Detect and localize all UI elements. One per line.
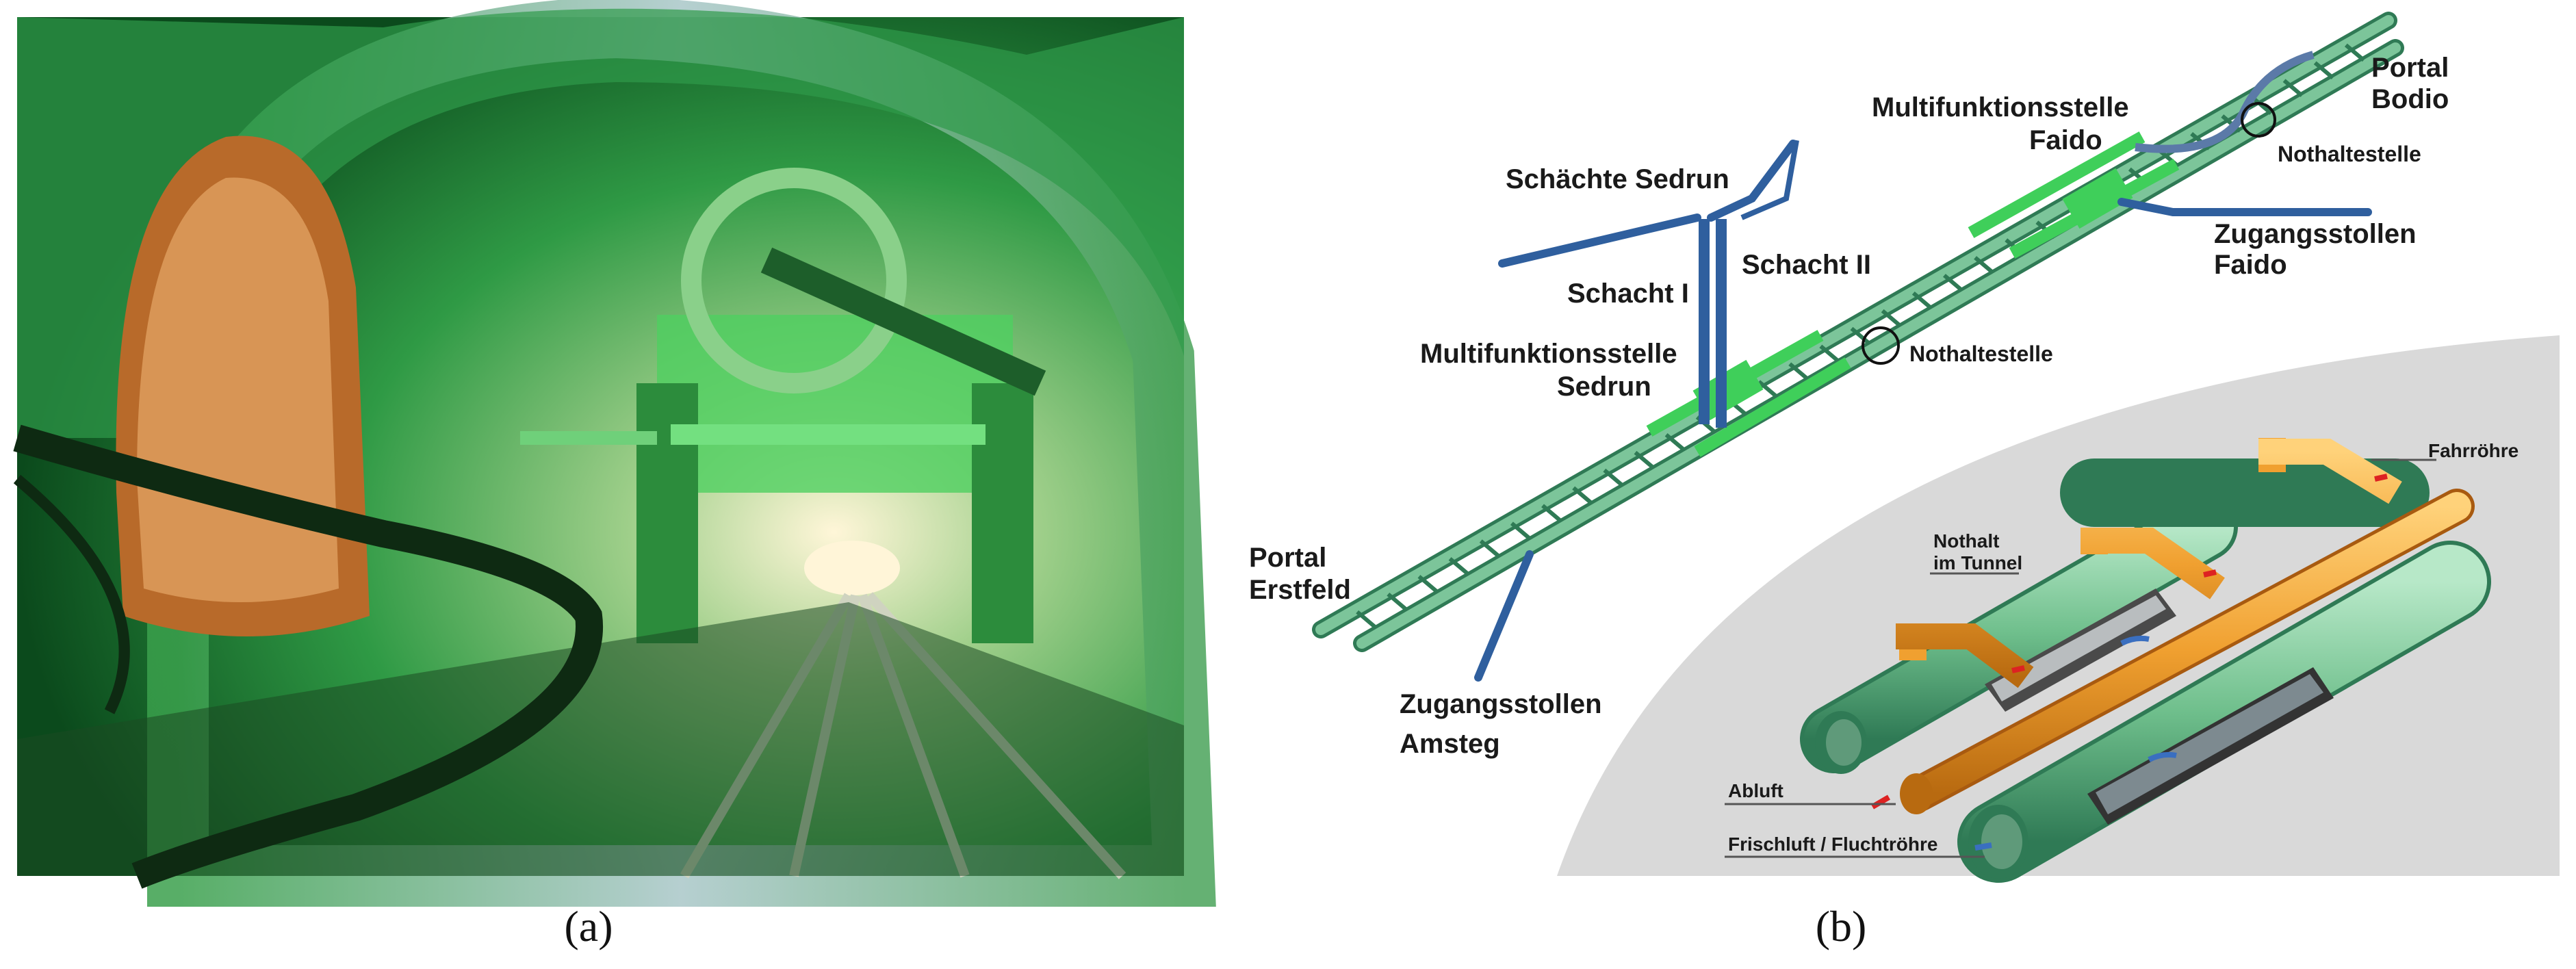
cross-passage: [2282, 79, 2304, 97]
zugang-faido-tube: [2117, 198, 2372, 216]
caption-b: (b): [1816, 902, 1867, 951]
label-nothalt-2: im Tunnel: [1933, 552, 2022, 573]
label-portal-bodio-1: Portal: [2371, 53, 2449, 83]
label-frischluft: Frischluft / Fluchtröhre: [1728, 834, 1937, 855]
cross-passage: [1788, 362, 1809, 381]
label-portal-erstfeld-2: Erstfeld: [1249, 575, 1351, 605]
cross-passages: [1356, 43, 2365, 629]
cross-passage: [2344, 43, 2365, 62]
label-nothaltestelle-faido: Nothaltestelle: [2278, 142, 2421, 166]
cross-passage: [1819, 344, 1840, 363]
label-mfs-faido-2: Faido: [2029, 125, 2102, 155]
cross-passage: [1356, 610, 1377, 629]
cross-passage: [1541, 504, 1562, 523]
cross-passage: [1603, 468, 1624, 487]
label-mfs-sedrun-1: Multifunktionsstelle: [1420, 339, 1677, 369]
inset-cutaway: [1800, 438, 2491, 883]
mfs-sedrun-structure: [1646, 330, 1851, 457]
label-zugang-faido-1: Zugangsstollen: [2214, 219, 2417, 249]
zugang-amsteg-tube: [1474, 550, 1534, 682]
cross-passage: [1911, 291, 1933, 310]
cross-passage: [1510, 521, 1531, 540]
label-zugang-amsteg-2: Amsteg: [1400, 729, 1500, 759]
cross-passage: [1387, 592, 1408, 611]
nothaltestelle-sedrun-marker: [1862, 326, 1900, 365]
cross-passage: [1448, 557, 1469, 576]
tunnel-diagram: Schächte Sedrun Schacht I Schacht II Mul…: [1249, 12, 2560, 883]
label-nothaltestelle-sedrun: Nothaltestelle: [1909, 341, 2053, 366]
label-schacht-2: Schacht II: [1742, 250, 1871, 280]
mfs-faido-structure: [1968, 131, 2180, 259]
cross-passage: [1757, 380, 1778, 398]
label-schacht-1: Schacht I: [1567, 279, 1689, 309]
label-zugang-amsteg-1: Zugangsstollen: [1400, 689, 1602, 719]
tunnel-photo: [13, 0, 1216, 907]
cross-passage: [1572, 486, 1593, 505]
label-abluft: Abluft: [1728, 780, 1783, 801]
label-schaechte-sedrun: Schächte Sedrun: [1506, 164, 1729, 194]
cross-passage: [1974, 256, 1995, 274]
caption-a: (a): [564, 902, 613, 951]
cross-passage: [2252, 96, 2273, 115]
cross-passage: [1881, 309, 1902, 328]
main-tunnel-tubes: [1312, 12, 2404, 652]
sedrun-shafts: [1498, 140, 1799, 428]
nothaltestelle-faido-marker: [2241, 102, 2276, 138]
cross-passage: [1634, 450, 1655, 469]
label-nothalt-1: Nothalt: [1933, 530, 1999, 552]
cross-passage: [1664, 433, 1686, 452]
cross-passage: [1479, 539, 1500, 558]
cross-passage: [2313, 61, 2334, 80]
label-portal-erstfeld-1: Portal: [1249, 543, 1326, 573]
label-portal-bodio-2: Bodio: [2371, 84, 2449, 114]
label-mfs-faido-1: Multifunktionsstelle: [1872, 92, 2129, 122]
cross-passage: [1943, 274, 1963, 292]
label-zugang-faido-2: Faido: [2214, 250, 2287, 280]
label-fahrroehre: Fahrröhre: [2428, 440, 2519, 461]
cross-passage: [1417, 575, 1439, 593]
label-mfs-sedrun-2: Sedrun: [1557, 372, 1651, 402]
cross-passage: [1850, 326, 1871, 346]
